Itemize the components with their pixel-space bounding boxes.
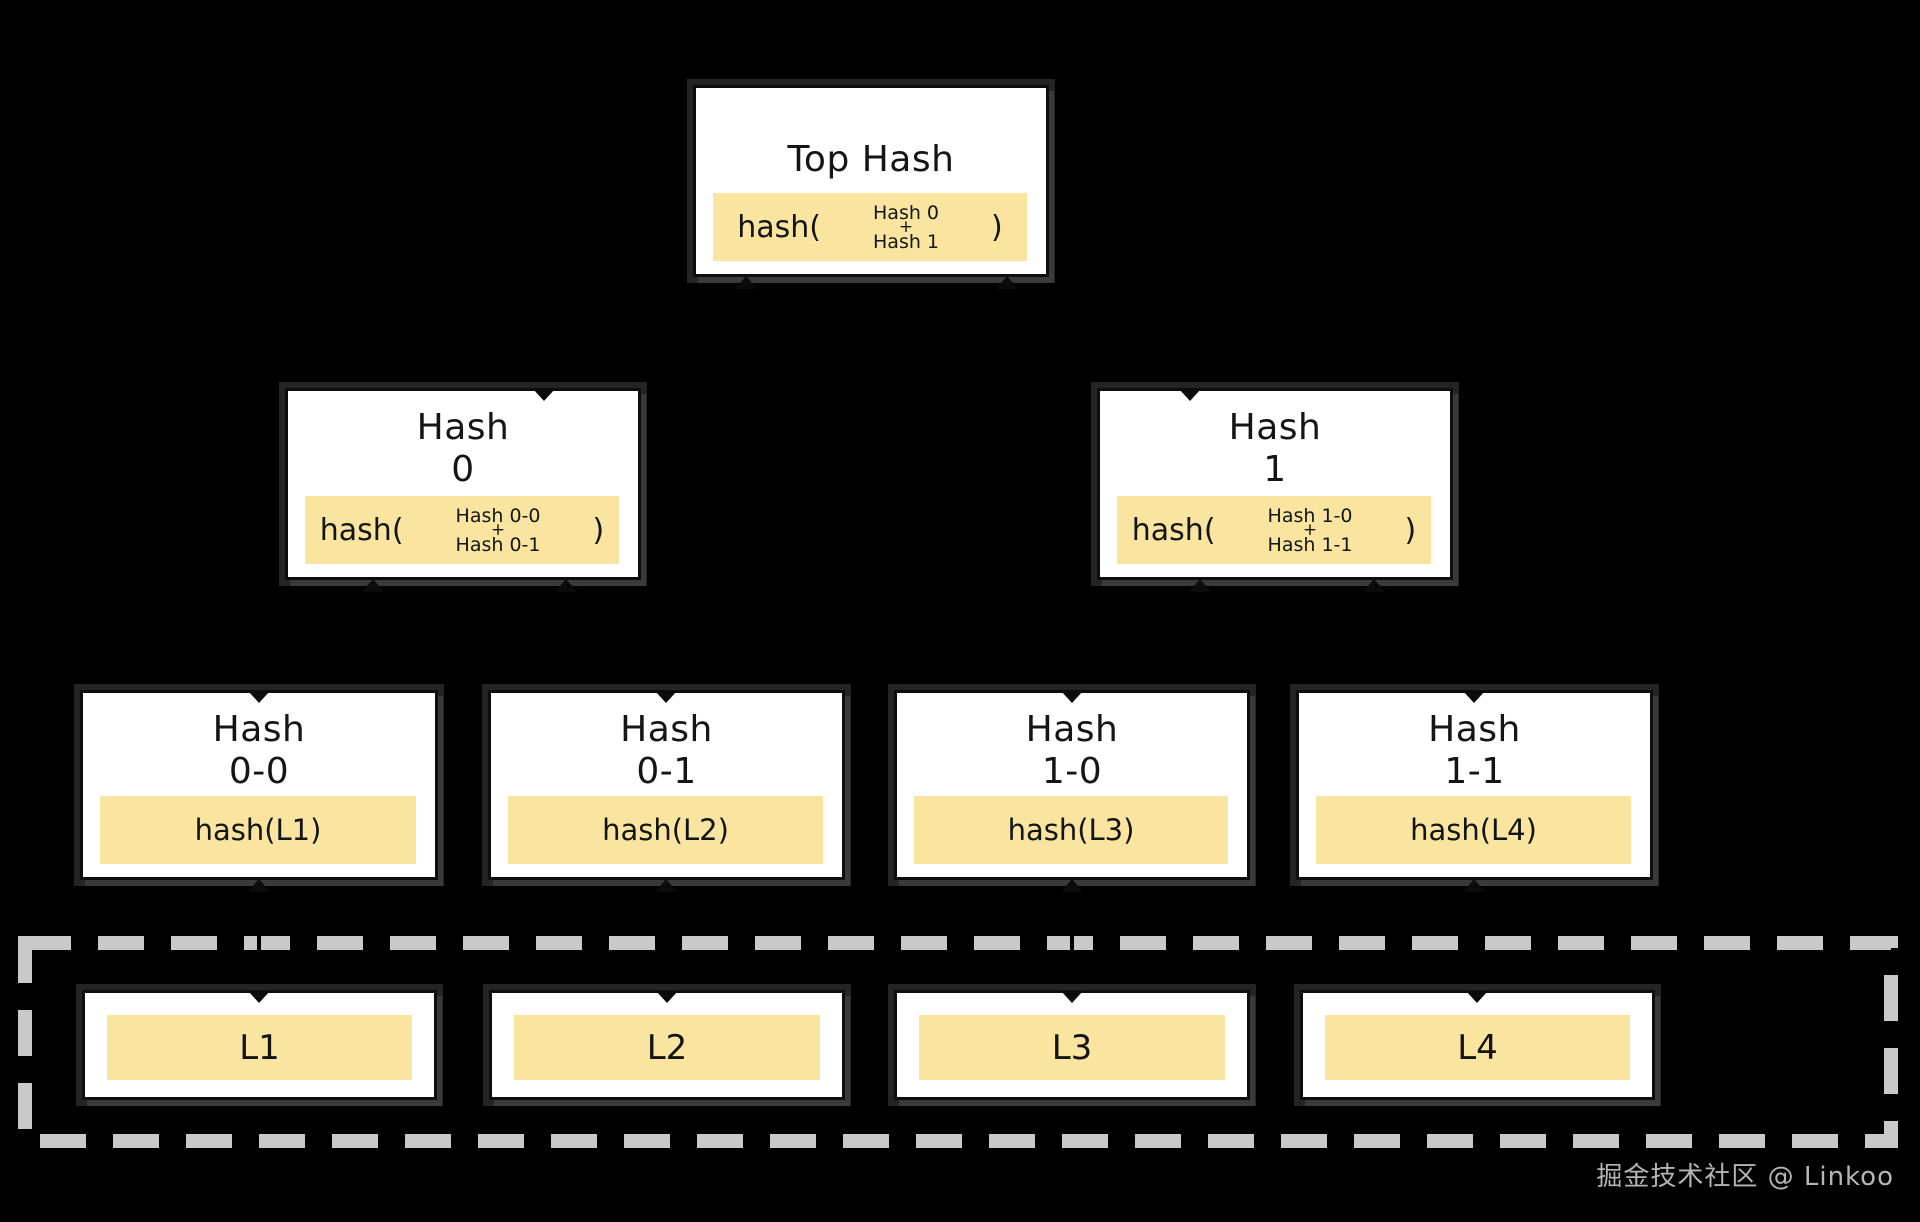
formula-suffix: ) bbox=[592, 512, 605, 548]
edge-line bbox=[1070, 928, 1074, 974]
node-hash-1: Hash 1 hash( Hash 1-0 + Hash 1-1 ) bbox=[1097, 388, 1453, 592]
title-line-2: 1-1 bbox=[1444, 751, 1505, 792]
arrowhead-icon bbox=[555, 579, 577, 592]
formula-suffix: ) bbox=[991, 209, 1003, 245]
node-hash-1-1: Hash 1-1 hash(L4) bbox=[1296, 690, 1653, 892]
arrowhead-icon bbox=[248, 879, 270, 892]
data-block-label: L4 bbox=[1325, 1015, 1630, 1080]
leaf-hash-formula: hash(L3) bbox=[1007, 813, 1135, 847]
formula-operands: Hash 0-0 + Hash 0-1 bbox=[456, 505, 541, 556]
data-block-l2: L2 bbox=[489, 990, 845, 1100]
node-title: Hash 0-1 bbox=[491, 709, 842, 793]
edge-line bbox=[257, 928, 261, 974]
arrowhead-icon bbox=[735, 276, 757, 289]
leaf-hash-formula: hash(L4) bbox=[1410, 813, 1537, 847]
plus-operator: + bbox=[490, 519, 506, 540]
formula-prefix: hash( bbox=[1131, 512, 1216, 548]
node-title: Hash 0 bbox=[288, 407, 638, 491]
hash-formula-highlight: hash(L3) bbox=[914, 796, 1228, 864]
arrowhead-icon bbox=[533, 389, 555, 401]
node-hash-0: Hash 0 hash( Hash 0-0 + Hash 0-1 ) bbox=[285, 388, 641, 592]
node-title: Hash 1-0 bbox=[897, 709, 1247, 793]
data-block-l1: L1 bbox=[82, 990, 437, 1100]
edge-line bbox=[665, 928, 669, 974]
title-line-2: 0 bbox=[451, 449, 475, 490]
title-line-1: Hash bbox=[1025, 709, 1119, 750]
data-blocks-container bbox=[18, 936, 1902, 1154]
title-line-1: Hash bbox=[416, 407, 510, 448]
data-block-l3: L3 bbox=[894, 990, 1250, 1100]
node-title: Top Hash bbox=[787, 139, 955, 180]
arrowhead-icon bbox=[655, 691, 677, 703]
operand-a: Hash 0-0 bbox=[455, 504, 541, 527]
arrowhead-icon bbox=[248, 691, 270, 703]
data-block-label: L3 bbox=[919, 1015, 1225, 1080]
node-hash-0-1: Hash 0-1 hash(L2) bbox=[488, 690, 845, 892]
arrowhead-icon bbox=[1061, 991, 1083, 1003]
node-title: Hash 1-1 bbox=[1299, 709, 1650, 793]
hash-formula-highlight: hash(L4) bbox=[1316, 796, 1631, 864]
arrowhead-icon bbox=[1061, 691, 1083, 703]
title-line-1: Hash bbox=[620, 709, 713, 750]
node-hash-0-0: Hash 0-0 hash(L1) bbox=[80, 690, 438, 892]
operand-b: Hash 1-1 bbox=[1267, 533, 1353, 556]
hash-formula-highlight: hash( Hash 0-0 + Hash 0-1 ) bbox=[305, 496, 619, 564]
node-top-hash: Top Hash hash( Hash 0 + Hash 1 ) bbox=[693, 85, 1049, 289]
title-line-1: Hash bbox=[1228, 407, 1322, 448]
node-title: Hash 0-0 bbox=[83, 709, 435, 793]
arrowhead-icon bbox=[1363, 579, 1385, 592]
arrowhead-icon bbox=[656, 991, 678, 1003]
title-line-1: Hash bbox=[1428, 709, 1521, 750]
formula-operands: Hash 1-0 + Hash 1-1 bbox=[1268, 505, 1353, 556]
arrowhead-icon bbox=[1179, 389, 1201, 401]
edge-line bbox=[1476, 928, 1480, 974]
operand-a: Hash 0 bbox=[873, 201, 940, 224]
formula-suffix: ) bbox=[1404, 512, 1417, 548]
data-block-label: L1 bbox=[107, 1015, 412, 1080]
title-line-2: 1 bbox=[1263, 449, 1287, 490]
hash-formula-highlight: hash( Hash 0 + Hash 1 ) bbox=[713, 193, 1027, 261]
arrowhead-icon bbox=[996, 276, 1018, 289]
operand-a: Hash 1-0 bbox=[1267, 504, 1353, 527]
hash-formula-highlight: hash(L1) bbox=[100, 796, 416, 864]
plus-operator: + bbox=[1302, 519, 1318, 540]
title-line-2: 0-0 bbox=[228, 751, 290, 792]
arrowhead-icon bbox=[1463, 879, 1485, 892]
watermark: 掘金技术社区 @ Linkoo bbox=[1596, 1162, 1894, 1192]
leaf-hash-formula: hash(L1) bbox=[194, 813, 322, 847]
arrowhead-icon bbox=[1189, 579, 1211, 592]
plus-operator: + bbox=[898, 216, 914, 237]
arrowhead-icon bbox=[1466, 991, 1488, 1003]
arrowhead-icon bbox=[248, 991, 270, 1003]
title-line-2: 1-0 bbox=[1041, 751, 1103, 792]
formula-operands: Hash 0 + Hash 1 bbox=[873, 202, 939, 253]
formula-prefix: hash( bbox=[737, 209, 822, 245]
arrowhead-icon bbox=[1463, 691, 1485, 703]
leaf-hash-formula: hash(L2) bbox=[602, 813, 729, 847]
title-line-1: Hash bbox=[212, 709, 306, 750]
arrowhead-icon bbox=[362, 579, 384, 592]
data-block-label: L2 bbox=[514, 1015, 820, 1080]
node-title: Hash 1 bbox=[1100, 407, 1450, 491]
title-line-2: 0-1 bbox=[636, 751, 697, 792]
operand-b: Hash 0-1 bbox=[455, 533, 541, 556]
formula-prefix: hash( bbox=[319, 512, 404, 548]
data-block-l4: L4 bbox=[1300, 990, 1655, 1100]
arrowhead-icon bbox=[655, 879, 677, 892]
hash-formula-highlight: hash(L2) bbox=[508, 796, 823, 864]
operand-b: Hash 1 bbox=[873, 230, 940, 253]
dashed-border bbox=[18, 936, 1898, 1148]
arrowhead-icon bbox=[1061, 879, 1083, 892]
hash-formula-highlight: hash( Hash 1-0 + Hash 1-1 ) bbox=[1117, 496, 1431, 564]
node-hash-1-0: Hash 1-0 hash(L3) bbox=[894, 690, 1250, 892]
